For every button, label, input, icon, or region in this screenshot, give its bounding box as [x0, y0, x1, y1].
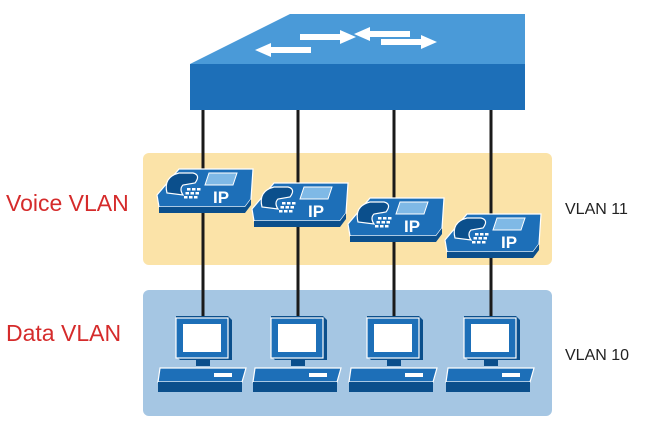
- switch-top: [190, 14, 525, 64]
- vlan-10-label: VLAN 10: [565, 347, 630, 364]
- phones: IP IP IP IP: [156, 168, 542, 258]
- ip-phone-icon: IP: [251, 182, 349, 227]
- desktop-pc-icon: [252, 316, 342, 392]
- voice-vlan-label: Voice VLAN: [6, 190, 129, 216]
- pcs: [157, 316, 535, 392]
- switch-arrows: [255, 27, 437, 57]
- desktop-pc-icon: [348, 316, 438, 392]
- ip-badge: IP: [213, 188, 229, 207]
- desktop-pc-icon: [445, 316, 535, 392]
- ip-badge: IP: [308, 202, 324, 221]
- workgroup-switch-icon: [190, 14, 525, 110]
- switch-front: [190, 64, 525, 110]
- ip-phone-icon: IP: [444, 213, 542, 258]
- ip-badge: IP: [404, 217, 420, 236]
- ip-phone-icon: IP: [347, 197, 445, 242]
- data-vlan-label: Data VLAN: [6, 320, 122, 346]
- ip-phone-icon: IP: [156, 168, 254, 213]
- vlan-11-label: VLAN 11: [565, 201, 628, 218]
- ip-badge: IP: [501, 233, 517, 252]
- desktop-pc-icon: [157, 316, 247, 392]
